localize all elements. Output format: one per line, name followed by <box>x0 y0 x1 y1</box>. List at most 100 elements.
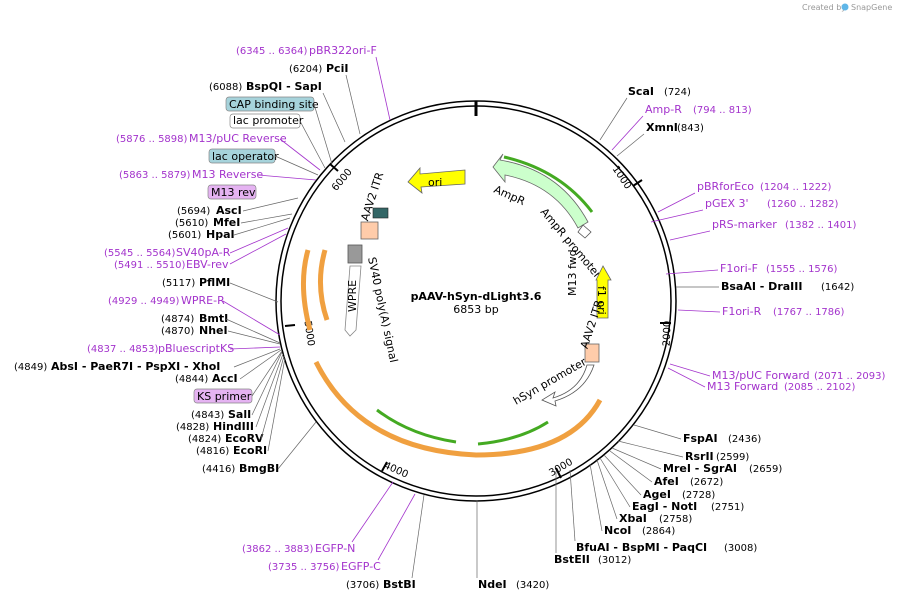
label-pgex-3: pGEX 3' <box>705 197 749 210</box>
svg-text:(5545 .. 5564): (5545 .. 5564) <box>104 248 176 259</box>
credit-text: Created by <box>802 3 846 12</box>
label-bsteii: BstEII <box>554 553 590 566</box>
label-bsaai-draiii: BsaAI - DraIII <box>721 280 802 293</box>
label-bstbi: BstBI <box>383 578 416 591</box>
svg-text:(4844): (4844) <box>175 374 208 385</box>
label-sv40pa-r: SV40pA-R <box>176 246 231 259</box>
svg-text:(724): (724) <box>664 87 691 98</box>
svg-text:(5117): (5117) <box>162 278 195 289</box>
svg-text:(1382 .. 1401): (1382 .. 1401) <box>785 220 857 231</box>
label-fspai: FspAI <box>683 432 718 445</box>
svg-text:(2751): (2751) <box>711 502 744 513</box>
tick-2000: 2000 <box>662 321 674 347</box>
bottom-labels: (3862 .. 3883) EGFP-N (3735 .. 3756) EGF… <box>242 481 549 591</box>
svg-text:(2071 .. 2093): (2071 .. 2093) <box>814 371 886 382</box>
label-egfp-n: EGFP-N <box>315 542 355 555</box>
svg-text:(5694): (5694) <box>177 206 210 217</box>
label-pbluescriptks: pBluescriptKS <box>158 342 234 355</box>
cds-arcs <box>301 155 603 458</box>
label-f1ori-r: F1ori-R <box>722 305 762 318</box>
svg-text:(6204): (6204) <box>289 64 322 75</box>
label-m13-forward: M13 Forward <box>707 380 778 393</box>
svg-text:(1767 .. 1786): (1767 .. 1786) <box>773 307 845 318</box>
hsyn-promoter-arrow <box>541 364 595 407</box>
label-prs-marker: pRS-marker <box>712 218 777 231</box>
label-bmti: BmtI <box>199 312 228 325</box>
label-hpai: HpaI <box>206 228 235 241</box>
label-xbai: XbaI <box>619 512 647 525</box>
label-m13-puc-reverse: M13/pUC Reverse <box>189 132 287 145</box>
label-bfuai-paqci: BfuAI - BspMI - PaqCI <box>576 541 707 554</box>
svg-text:(3420): (3420) <box>516 580 549 591</box>
label-asci: AscI <box>216 204 242 217</box>
svg-text:(4843): (4843) <box>191 410 224 421</box>
label-nhei: NheI <box>199 324 228 337</box>
svg-text:KS primer: KS primer <box>197 390 252 403</box>
svg-text:(4828): (4828) <box>176 422 209 433</box>
svg-text:(3012): (3012) <box>598 555 631 566</box>
tick-marks <box>284 163 671 479</box>
svg-text:(843): (843) <box>677 123 704 134</box>
svg-text:(4837 .. 4853): (4837 .. 4853) <box>87 344 159 355</box>
svg-text:(1260 .. 1282): (1260 .. 1282) <box>767 199 839 210</box>
ampr-label: AmpR <box>492 183 528 208</box>
tick-4000: 4000 <box>382 460 410 480</box>
label-ecorv: EcoRV <box>225 432 264 445</box>
m13-fwd-label: M13 fwd <box>566 249 579 296</box>
label-pflmi: PflMI <box>199 276 230 289</box>
label-wpre-r: WPRE-R <box>181 294 225 307</box>
sv40-polya-box <box>347 244 363 264</box>
svg-text:(2085 .. 2102): (2085 .. 2102) <box>784 382 856 393</box>
aav2-itr-right-box <box>584 343 600 363</box>
label-hindiii: HindIII <box>213 420 254 433</box>
label-agei: AgeI <box>643 488 671 501</box>
svg-text:(5491 .. 5510): (5491 .. 5510) <box>114 260 186 271</box>
svg-text:(4870): (4870) <box>161 326 194 337</box>
label-amp-r: Amp-R <box>645 103 682 116</box>
label-pbr322ori-f: pBR322ori-F <box>309 44 377 57</box>
label-pbrforeco: pBRforEco <box>697 180 754 193</box>
wpre-label: WPRE <box>346 280 359 312</box>
f1-ori-arrow <box>595 265 612 319</box>
label-sali: SalI <box>228 408 251 421</box>
svg-text:(4416): (4416) <box>202 464 235 475</box>
svg-text:(5601): (5601) <box>168 230 201 241</box>
svg-text:lac operator: lac operator <box>212 150 279 163</box>
label-bmgbi: BmgBI <box>239 462 279 475</box>
label-m13-reverse: M13 Reverse <box>192 168 263 181</box>
left-labels: (6345 .. 6364) pBR322ori-F (6204) PciI (… <box>14 44 391 475</box>
svg-text:(4874): (4874) <box>161 314 194 325</box>
svg-text:(1555 .. 1576): (1555 .. 1576) <box>766 264 838 275</box>
lac-operator-marker <box>372 207 389 219</box>
right-labels: ScaI (724) Amp-R (794 .. 813) XmnI (843)… <box>554 85 886 566</box>
tick-5000: 5000 <box>302 320 316 347</box>
svg-text:(6088): (6088) <box>209 82 242 93</box>
label-rsrii: RsrII <box>685 450 714 463</box>
svg-text:(3862 .. 3883): (3862 .. 3883) <box>242 544 314 555</box>
label-acci: AccI <box>212 372 238 385</box>
svg-text:(4849): (4849) <box>14 362 47 373</box>
svg-text:(2659): (2659) <box>749 464 782 475</box>
aav2-itr-right-label: AAV2 ITR <box>578 298 606 350</box>
label-f1ori-f: F1ori-F <box>720 262 758 275</box>
plasmid-name: pAAV-hSyn-dLight3.6 <box>411 290 542 303</box>
svg-text:(4816): (4816) <box>196 446 229 457</box>
label-mrei-sgrai: MreI - SgrAI <box>663 462 737 475</box>
label-ecori: EcoRI <box>233 444 267 457</box>
svg-text:(4824): (4824) <box>188 434 221 445</box>
svg-text:(1204 .. 1222): (1204 .. 1222) <box>760 182 832 193</box>
svg-text:(5876 .. 5898): (5876 .. 5898) <box>116 134 188 145</box>
tick-1000: 1000 <box>610 164 633 191</box>
label-mfei: MfeI <box>213 216 240 229</box>
aav2-itr-left-box <box>360 221 379 240</box>
svg-text:(794 .. 813): (794 .. 813) <box>693 105 752 116</box>
svg-text:(2672): (2672) <box>690 477 723 488</box>
label-m13-puc-forward: M13/pUC Forward <box>712 369 810 382</box>
wpre-arrow <box>344 265 362 337</box>
label-bspqi-sapi: BspQI - SapI <box>246 80 322 93</box>
svg-text:(5863 .. 5879): (5863 .. 5879) <box>119 170 191 181</box>
ampr-promoter-arrow <box>577 224 592 239</box>
label-scai: ScaI <box>628 85 654 98</box>
label-absi-xhoi: AbsI - PaeR7I - PspXI - XhoI <box>51 360 220 373</box>
